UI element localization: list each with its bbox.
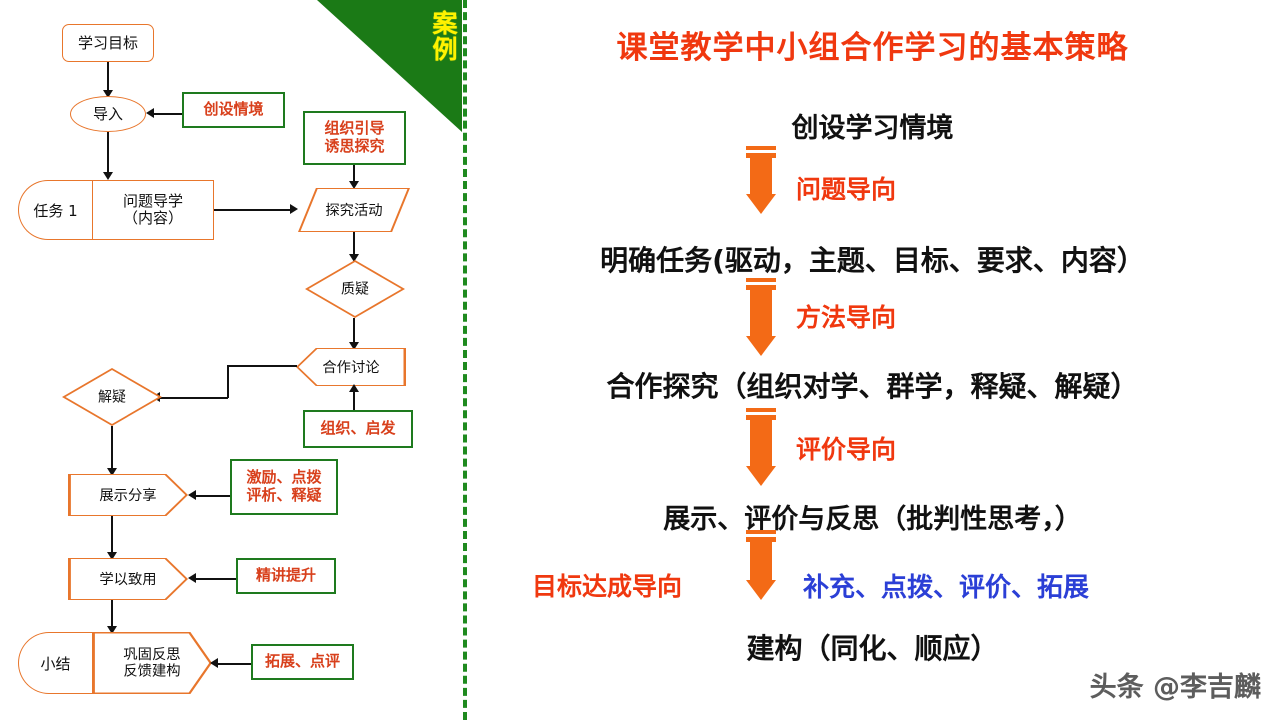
node-apply-learning-inner: 学以致用 [70,558,186,600]
node-question-guide[interactable]: 问题导学 （内容） [92,180,214,240]
node-resolve-doubt-label: 解疑 [98,388,126,405]
annotation-intensive-teaching-label: 精讲提升 [255,566,316,585]
annotation-encourage[interactable]: 激励、点拨 评析、释疑 [230,459,338,515]
flow-arrow-1-label: 问题导向 [796,175,897,204]
node-consolidate-reflect-inner: 巩固反思 反馈建构 [94,633,210,693]
node-learning-goal-label: 学习目标 [77,33,138,52]
arrowhead-question-to-discussion [349,342,359,350]
annotation-intensive-teaching[interactable]: 精讲提升 [236,558,336,594]
node-question-guide-label: 问题导学 （内容） [122,192,183,227]
strategy-step-4-label: 展示、评价与反思（批判性思考，） [663,504,1082,535]
connector-organize-to-inquiry [353,165,355,183]
node-inquiry-activity-inner: 探究活动 [300,188,408,232]
strategy-step-5: 建构（同化、顺应） [466,627,1279,667]
node-cooperative-discussion[interactable]: 合作讨论 [296,348,406,386]
flow-arrow-4-label: 目标达成导向 [532,572,683,601]
connector-apply-to-summary [111,600,113,628]
node-question-doubt-label: 质疑 [341,280,369,297]
flow-arrow-2-label: 方法导向 [796,303,897,332]
arrowhead-context-to-leadin [146,108,154,118]
node-question-doubt-inner: 质疑 [308,262,402,316]
strategy-step-2: 明确任务(驱动，主题、目标、要求、内容） [466,239,1279,279]
connector-inquiry-to-question [353,232,355,256]
annotation-extend-comment[interactable]: 拓展、点评 [251,644,354,680]
node-learning-goal[interactable]: 学习目标 [62,24,154,62]
node-lead-in-label: 导入 [92,104,123,123]
node-inquiry-activity[interactable]: 探究活动 [298,188,410,232]
node-consolidate-reflect-label: 巩固反思 反馈建构 [123,646,181,680]
flow-arrow-1 [746,146,776,214]
arrowhead-intensive-to-apply [188,573,196,583]
node-resolve-doubt-inner: 解疑 [65,370,159,424]
connector-encourage-to-present [196,495,230,497]
connector-extend-to-consolidate [218,663,251,665]
node-question-doubt[interactable]: 质疑 [305,260,405,318]
connector-goal-to-leadin [107,62,109,92]
arrowhead-present-to-apply [107,552,117,560]
annotation-organize-guide-label: 组织引导 诱思探究 [324,119,385,155]
annotation-organize-inspire[interactable]: 组织、启发 [303,410,413,448]
connector-present-to-apply [111,516,113,554]
node-resolve-doubt[interactable]: 解疑 [62,368,162,426]
case-banner-label: 案例 [429,10,458,62]
watermark: 头条 @李吉麟 [1089,672,1261,703]
arrowhead-extend-to-consolidate [210,658,218,668]
node-present-share[interactable]: 展示分享 [68,474,188,516]
arrowhead-inquiry-to-question [349,254,359,262]
arrowhead-task-to-inquiry [290,204,298,214]
annotation-organize-guide[interactable]: 组织引导 诱思探究 [303,111,406,165]
connector-leadin-to-task [107,132,109,174]
annotation-create-context-label: 创设情境 [203,100,264,119]
panel-divider [463,0,467,720]
node-summary[interactable]: 小结 [18,632,92,694]
annotation-organize-inspire-label: 组织、启发 [320,419,396,438]
node-task-1-label: 任务 1 [33,201,78,220]
arrowhead-resolve-to-present [107,468,117,476]
connector-task-to-inquiry [214,209,292,211]
annotation-extend-comment-label: 拓展、点评 [264,652,340,671]
node-consolidate-reflect[interactable]: 巩固反思 反馈建构 [92,632,212,694]
annotation-encourage-label: 激励、点拨 评析、释疑 [246,468,322,504]
node-inquiry-activity-label: 探究活动 [325,201,383,219]
node-present-share-label: 展示分享 [99,486,157,504]
connector-inspire-to-discussion [353,392,355,410]
arrowhead-organize-to-inquiry [349,181,359,189]
strategy-step-4: 展示、评价与反思（批判性思考，） [466,497,1279,536]
arrowhead-inspire-to-discussion [349,384,359,392]
strategy-step-1-label: 创设学习情境 [791,113,954,144]
connector-resolve-to-present [111,426,113,470]
strategy-panel: 课堂教学中小组合作学习的基本策略 创设学习情境 问题导向 明确任务(驱动，主题、… [466,0,1279,720]
node-lead-in[interactable]: 导入 [70,96,146,132]
annotation-create-context[interactable]: 创设情境 [182,92,285,128]
arrowhead-encourage-to-present [188,490,196,500]
arrowhead-leadin-to-task [103,172,113,180]
connector-context-to-leadin [154,113,182,115]
connector-intensive-to-apply [196,578,236,580]
node-cooperative-discussion-label: 合作讨论 [322,358,380,376]
page-title: 课堂教学中小组合作学习的基本策略 [616,30,1129,66]
arrowhead-apply-to-summary [107,626,117,634]
connector-discussion-elbow-top [227,365,297,367]
connector-discussion-elbow-vert [227,365,229,398]
connector-discussion-to-resolve [160,397,228,399]
strategy-step-3: 合作探究（组织对学、群学，释疑、解疑） [466,365,1279,405]
node-summary-label: 小结 [40,654,71,673]
flow-arrow-3-label: 评价导向 [796,435,897,464]
node-task-1[interactable]: 任务 1 [18,180,92,240]
arrowhead-goal-to-leadin [103,90,113,98]
side-note-supplement: 补充、点拨、评价、拓展 [803,573,1090,603]
strategy-step-2-label: 明确任务(驱动，主题、目标、要求、内容） [600,244,1145,277]
node-apply-learning-label: 学以致用 [99,570,157,588]
strategy-step-5-label: 建构（同化、顺应） [746,632,999,665]
node-cooperative-discussion-inner: 合作讨论 [298,348,404,386]
node-present-share-inner: 展示分享 [70,474,186,516]
connector-question-to-discussion [353,318,355,344]
node-apply-learning[interactable]: 学以致用 [68,558,188,600]
flow-arrow-2 [746,278,776,356]
flowchart-panel: 案例 学习目标 导入 创设情境 任务 1 问题导学 （内容） [0,0,462,720]
strategy-step-3-label: 合作探究（组织对学、群学，释疑、解疑） [606,370,1139,403]
flow-arrow-4 [746,530,776,600]
strategy-step-1: 创设学习情境 [466,106,1279,145]
flow-arrow-3 [746,408,776,486]
